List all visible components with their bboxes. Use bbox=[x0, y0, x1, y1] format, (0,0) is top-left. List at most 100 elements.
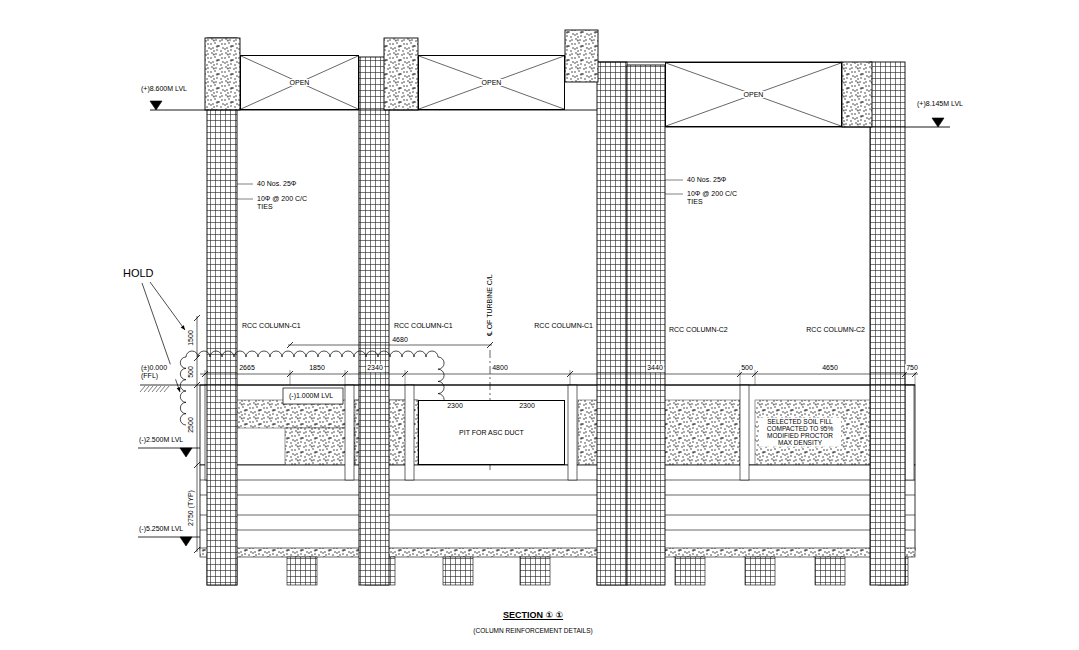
opening-box: OPEN bbox=[418, 55, 565, 110]
raft-rebar-line bbox=[200, 530, 915, 531]
cross-line bbox=[666, 63, 841, 126]
box-label: OPEN bbox=[742, 91, 766, 99]
ground-hatch bbox=[140, 386, 145, 392]
opening-box: OPEN bbox=[665, 62, 842, 127]
rcc-column bbox=[597, 62, 627, 585]
box-label: OPEN bbox=[480, 79, 504, 87]
dimension-text: 2300 bbox=[518, 402, 536, 410]
dimension-text: 500 bbox=[740, 364, 754, 372]
rebar-note: 10Φ @ 200 C/C TIES bbox=[686, 190, 740, 205]
raft-rebar-line bbox=[200, 495, 915, 496]
concrete-cap bbox=[205, 38, 240, 110]
dimension-tick bbox=[194, 355, 200, 361]
ffl-line bbox=[200, 385, 915, 386]
pit-box: PIT FOR ASC DUCT bbox=[418, 400, 565, 465]
section-caption: (COLUMN REINFORCEMENT DETAILS) bbox=[473, 627, 592, 634]
soil-fill bbox=[285, 428, 355, 465]
dimension-tick bbox=[287, 342, 293, 348]
dimension-line bbox=[200, 374, 918, 375]
dimension-text: 2665 bbox=[238, 364, 256, 372]
extension-line bbox=[905, 370, 906, 385]
extension-line bbox=[290, 370, 291, 385]
level-label: (-)5.250M LVL bbox=[138, 525, 184, 533]
raft-outline bbox=[200, 465, 915, 550]
extension-line bbox=[570, 370, 571, 385]
pedestal-wall bbox=[568, 385, 577, 480]
cross-line bbox=[666, 63, 841, 126]
pile bbox=[815, 557, 845, 585]
column-label: RCC COLUMN-C1 bbox=[241, 322, 302, 330]
dimension-tick bbox=[487, 342, 493, 348]
rcc-column bbox=[627, 65, 665, 585]
section-lines bbox=[138, 30, 950, 585]
rcc-column bbox=[359, 57, 389, 585]
pedestal-wall bbox=[740, 385, 749, 480]
dimension-line bbox=[288, 345, 492, 346]
rebar-note: 10Φ @ 200 C/C TIES bbox=[256, 195, 310, 210]
extension-line bbox=[345, 370, 346, 385]
ground-hatch bbox=[148, 386, 153, 392]
rcc-column bbox=[207, 38, 237, 585]
fill-note: SELECTED SOIL FILL COMPACTED TO 95% MODI… bbox=[759, 418, 841, 447]
leader-line bbox=[237, 184, 253, 185]
ground-hatch bbox=[164, 386, 169, 392]
dimension-text: 4800 bbox=[491, 364, 509, 372]
pedestal-wall bbox=[405, 385, 414, 480]
dimension-tick bbox=[194, 462, 200, 468]
centerline-label: ℄ OF TURBINE C/L bbox=[486, 273, 494, 337]
section-title: SECTION ① ① bbox=[503, 610, 563, 620]
dimension-line bbox=[197, 316, 198, 385]
level-box bbox=[283, 388, 343, 404]
level-label: (+)8.145M LVL bbox=[916, 100, 964, 108]
dimension-line bbox=[197, 385, 198, 552]
extension-line bbox=[755, 370, 756, 385]
leader-line bbox=[665, 194, 683, 195]
cross-line bbox=[241, 56, 358, 109]
level-label: (-)2.500M LVL bbox=[138, 436, 184, 444]
extension-line bbox=[205, 370, 206, 385]
leader-line bbox=[237, 199, 253, 200]
concrete-cap bbox=[384, 38, 418, 110]
level-symbol bbox=[150, 101, 162, 110]
arrow-head bbox=[177, 387, 181, 392]
column-label: RCC COLUMN-C1 bbox=[393, 322, 454, 330]
level-line bbox=[140, 385, 200, 386]
dimension-text: 2340 bbox=[366, 364, 384, 372]
opening-box: OPEN bbox=[240, 55, 359, 110]
level-symbol bbox=[180, 448, 192, 457]
ground-hatch bbox=[156, 386, 161, 392]
pile bbox=[745, 557, 775, 585]
leader-line bbox=[150, 282, 185, 330]
pedestal-wall bbox=[905, 385, 914, 480]
ground-hatch bbox=[152, 386, 157, 392]
column-label: RCC COLUMN-C2 bbox=[805, 326, 866, 334]
level-label: (±)0.000 (FFL) bbox=[140, 364, 178, 379]
rebar-note: 40 Nos. 25Φ bbox=[256, 180, 297, 188]
concrete-cap bbox=[842, 62, 872, 127]
rebar-note: 40 Nos. 25Φ bbox=[686, 176, 727, 184]
dimension-text: 2750 (TYP) bbox=[187, 489, 195, 527]
raft-rebar-line bbox=[200, 480, 915, 481]
revision-cloud bbox=[180, 351, 444, 425]
dimension-text: 750 bbox=[905, 364, 919, 372]
column-label: RCC COLUMN-C2 bbox=[668, 326, 729, 334]
extension-line bbox=[740, 370, 741, 385]
box-label: OPEN bbox=[288, 79, 312, 87]
dimension-text: 1500 bbox=[187, 329, 195, 347]
dimension-text: 2500 bbox=[187, 416, 195, 434]
level-symbol bbox=[932, 118, 944, 127]
pile bbox=[520, 557, 550, 585]
pile bbox=[443, 557, 473, 585]
level-symbol bbox=[180, 537, 192, 546]
cross-line bbox=[419, 56, 564, 109]
concrete-cap bbox=[565, 30, 598, 82]
dimension-tick bbox=[194, 547, 200, 553]
ground-hatch bbox=[160, 386, 165, 392]
pedestal-wall bbox=[345, 385, 354, 480]
raft-rebar-line bbox=[200, 515, 915, 516]
hold-note: HOLD bbox=[122, 267, 155, 279]
cross-line bbox=[419, 56, 564, 109]
dimension-text: 1850 bbox=[308, 364, 326, 372]
dimension-text: 2300 bbox=[446, 402, 464, 410]
